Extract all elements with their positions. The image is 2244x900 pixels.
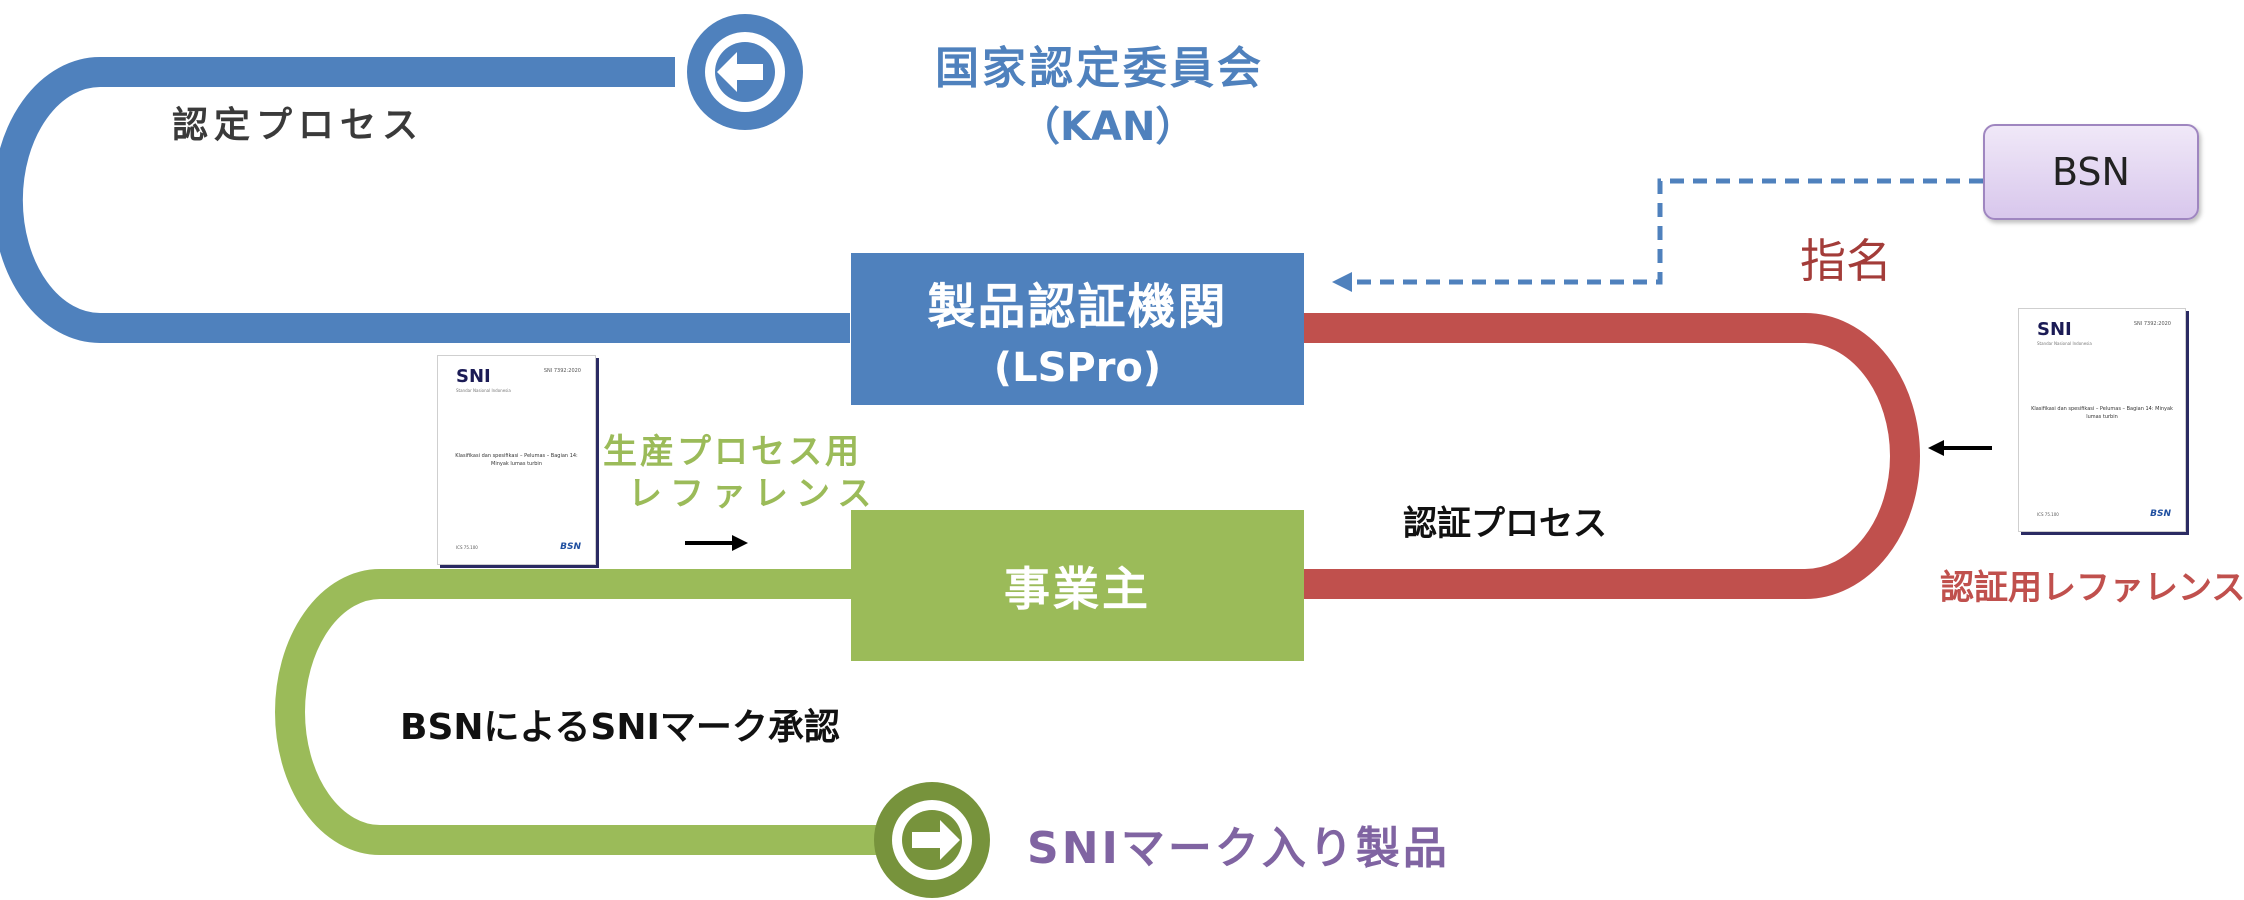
lspro-box: 製品認証機関 (LSPro) — [851, 253, 1304, 405]
doc-title: Klasifikasi dan spesifikasi – Pelumas – … — [2031, 406, 2173, 420]
appointment-arrowhead — [1332, 272, 1352, 292]
approval-loop-line — [275, 569, 880, 855]
arrow-right-circle-icon — [874, 782, 990, 898]
bsn-logo: BSN — [560, 542, 581, 552]
doc-ics: ICS 75.100 — [2037, 512, 2059, 517]
business-operator-label: 事業主 — [1004, 561, 1151, 616]
lspro-subtitle: (LSPro) — [993, 345, 1162, 391]
bsn-label: BSN — [2052, 150, 2130, 194]
bsn-logo: BSN — [2150, 509, 2171, 519]
lspro-title: 製品認証機関 — [927, 279, 1228, 335]
business-operator-box: 事業主 — [851, 510, 1304, 661]
arrow-left-circle-icon — [687, 14, 803, 130]
doc-org: Standar Nasional Indonesia — [456, 388, 511, 393]
sni-logo: SNI — [456, 366, 491, 387]
accreditation-loop-line — [0, 57, 850, 343]
doc-ics: ICS 75.100 — [456, 545, 478, 550]
production-ref-label-line2: レファレンス — [628, 474, 880, 514]
bsn-box: BSN — [1983, 124, 2199, 220]
accreditation-process-label: 認定プロセス — [172, 105, 425, 146]
doc-org: Standar Nasional Indonesia — [2037, 341, 2092, 346]
sni-logo: SNI — [2037, 319, 2072, 340]
doc-code: SNI 7392:2020 — [2133, 321, 2171, 327]
sni-product-label: SNIマーク入り製品 — [1027, 823, 1450, 874]
certification-process-label: 認証プロセス — [1403, 504, 1607, 544]
certification-ref-label: 認証用レファレンス — [1940, 568, 2244, 608]
kan-subtitle: （KAN） — [1020, 104, 1196, 150]
certification-loop-line — [1300, 313, 1920, 599]
approval-label: BSNによるSNIマーク承認 — [400, 707, 840, 748]
production-reference-document: SNI SNI 7392:2020 Standar Nasional Indon… — [437, 355, 596, 565]
kan-title: 国家認定委員会 — [935, 43, 1264, 94]
doc-code: SNI 7392:2020 — [543, 368, 581, 374]
doc-title: Klasifikasi dan spesifikasi – Pelumas – … — [455, 453, 578, 467]
appoint-label: 指名 — [1800, 234, 1892, 288]
certification-reference-document: SNI SNI 7392:2020 Standar Nasional Indon… — [2018, 308, 2186, 532]
appointment-dashed-arrow — [1350, 178, 1983, 285]
production-ref-label-line1: 生産プロセス用 — [603, 432, 862, 472]
